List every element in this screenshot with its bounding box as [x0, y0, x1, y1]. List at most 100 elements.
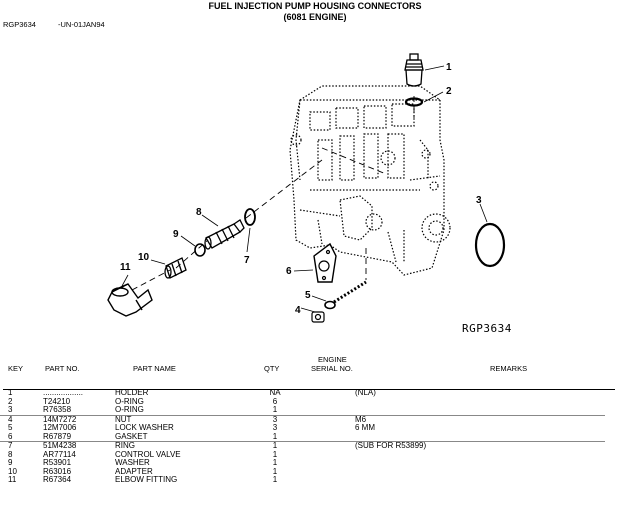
part-name-cell: RING — [115, 441, 255, 451]
figure-label: RGP3634 — [462, 322, 512, 335]
table-row: 9 R53901 WASHER 1 — [0, 458, 605, 468]
lock-washer-part — [324, 300, 336, 310]
o-ring-large — [474, 222, 506, 268]
serial-cell — [295, 414, 355, 424]
callout-10: 10 — [138, 252, 150, 263]
serial-cell — [295, 468, 355, 477]
part-name-cell: GASKET — [115, 431, 148, 441]
callout-11: 11 — [120, 262, 131, 273]
part-name-cell: ADAPTER — [115, 466, 153, 476]
qty-cell: 3 — [272, 423, 278, 432]
o-ring-small — [404, 97, 424, 107]
qty-cell: 1 — [272, 449, 278, 459]
table-row: 5 12M7006 LOCK WASHER 3 6 MM — [0, 423, 605, 433]
part-number-cell: AR77114 — [43, 449, 76, 459]
col-header-engine: ENGINE — [318, 355, 347, 364]
part-name-cell: HOLDER — [115, 388, 149, 397]
remarks-cell — [355, 406, 605, 415]
remarks-cell — [355, 398, 605, 407]
table-row: 8 AR77114 CONTROL VALVE 1 — [0, 449, 605, 460]
assembly-lines — [131, 96, 415, 291]
qty-cell: 1 — [272, 431, 278, 441]
key-cell: 11 — [8, 475, 17, 484]
col-header-remarks: REMARKS — [490, 364, 528, 373]
callout-8: 8 — [196, 207, 202, 218]
table-row: 6 R67879 GASKET 1 — [0, 431, 605, 442]
elbow-fitting-part — [107, 283, 153, 317]
key-cell: 3 — [8, 405, 13, 414]
page-subtitle: (6081 ENGINE) — [283, 12, 347, 22]
key-cell: 5 — [8, 423, 13, 432]
part-name-cell: O-RING — [115, 405, 144, 414]
qty-cell: 1 — [272, 458, 278, 467]
page-title: FUEL INJECTION PUMP HOUSING CONNECTORS — [208, 1, 422, 11]
part-number-cell: 14M7272 — [43, 414, 115, 424]
holder-part — [404, 53, 424, 87]
part-name-cell: CONTROL VALVE — [115, 449, 181, 459]
qty-cell: 1 — [272, 405, 278, 414]
table-row: 10 R63016 ADAPTER 1 — [0, 466, 605, 477]
col-header-key: KEY — [8, 364, 24, 373]
remarks-cell: 6 MM — [355, 423, 375, 432]
callout-2: 2 — [446, 86, 452, 97]
key-cell: 1 — [8, 388, 13, 397]
callout-7: 7 — [244, 255, 250, 266]
figure-ref-code: RGP3634 — [3, 20, 36, 29]
figure-ref-date: -UN-01JAN94 — [58, 20, 105, 29]
callout-6: 6 — [286, 266, 292, 277]
part-number-cell: R67364 — [43, 475, 72, 484]
nut-part — [311, 311, 325, 323]
qty-cell: 1 — [272, 475, 278, 484]
part-number-cell: R53901 — [43, 458, 72, 467]
serial-cell — [295, 441, 355, 451]
part-name-cell: LOCK WASHER — [115, 423, 174, 432]
key-cell: 7 — [0, 441, 43, 451]
remarks-cell — [355, 476, 605, 485]
qty-cell: NA — [269, 388, 281, 397]
part-number-cell: R67879 — [43, 431, 72, 441]
table-top-rule — [3, 389, 615, 390]
qty-cell: 1 — [255, 441, 295, 451]
key-cell: 8 — [8, 449, 13, 459]
callout-9: 9 — [173, 229, 179, 240]
part-name-cell: O-RING — [115, 396, 144, 406]
exploded-view-drawing: 1 2 3 4 5 6 7 8 9 10 11 — [107, 53, 506, 323]
key-cell: 10 — [8, 466, 17, 476]
remarks-cell — [355, 459, 605, 468]
stud-part — [333, 280, 367, 304]
part-number-cell: 12M7006 — [43, 423, 77, 432]
key-cell: 6 — [8, 431, 13, 441]
col-header-part-name: PART NAME — [133, 364, 176, 373]
serial-cell — [295, 476, 355, 485]
part-number-cell: .................. — [43, 388, 84, 397]
ring-part — [244, 208, 256, 226]
callout-4: 4 — [295, 305, 301, 316]
key-cell: 9 — [8, 458, 13, 467]
adapter-part — [164, 257, 187, 279]
part-number-cell: R76358 — [43, 405, 72, 414]
washer-part — [194, 243, 206, 257]
part-number-cell: R63016 — [43, 466, 72, 476]
remarks-cell — [355, 468, 605, 477]
part-name-cell: ELBOW FITTING — [115, 475, 178, 484]
serial-cell — [295, 433, 355, 442]
qty-cell: 6 — [272, 396, 278, 406]
key-cell: 2 — [8, 396, 13, 406]
remarks-cell: M6 — [355, 414, 605, 424]
serial-cell — [295, 424, 355, 433]
qty-cell: 3 — [255, 414, 295, 424]
serial-cell — [295, 451, 355, 460]
col-header-serial-no: SERIAL NO. — [311, 364, 353, 373]
callout-1: 1 — [446, 62, 452, 73]
qty-cell: 1 — [272, 466, 278, 476]
table-row: 11 R67364 ELBOW FITTING 1 — [0, 475, 605, 485]
remarks-cell — [355, 451, 605, 460]
col-header-qty: QTY — [264, 364, 280, 373]
table-row: 3 R76358 O-RING 1 — [0, 405, 605, 415]
part-name-cell: WASHER — [115, 458, 150, 467]
